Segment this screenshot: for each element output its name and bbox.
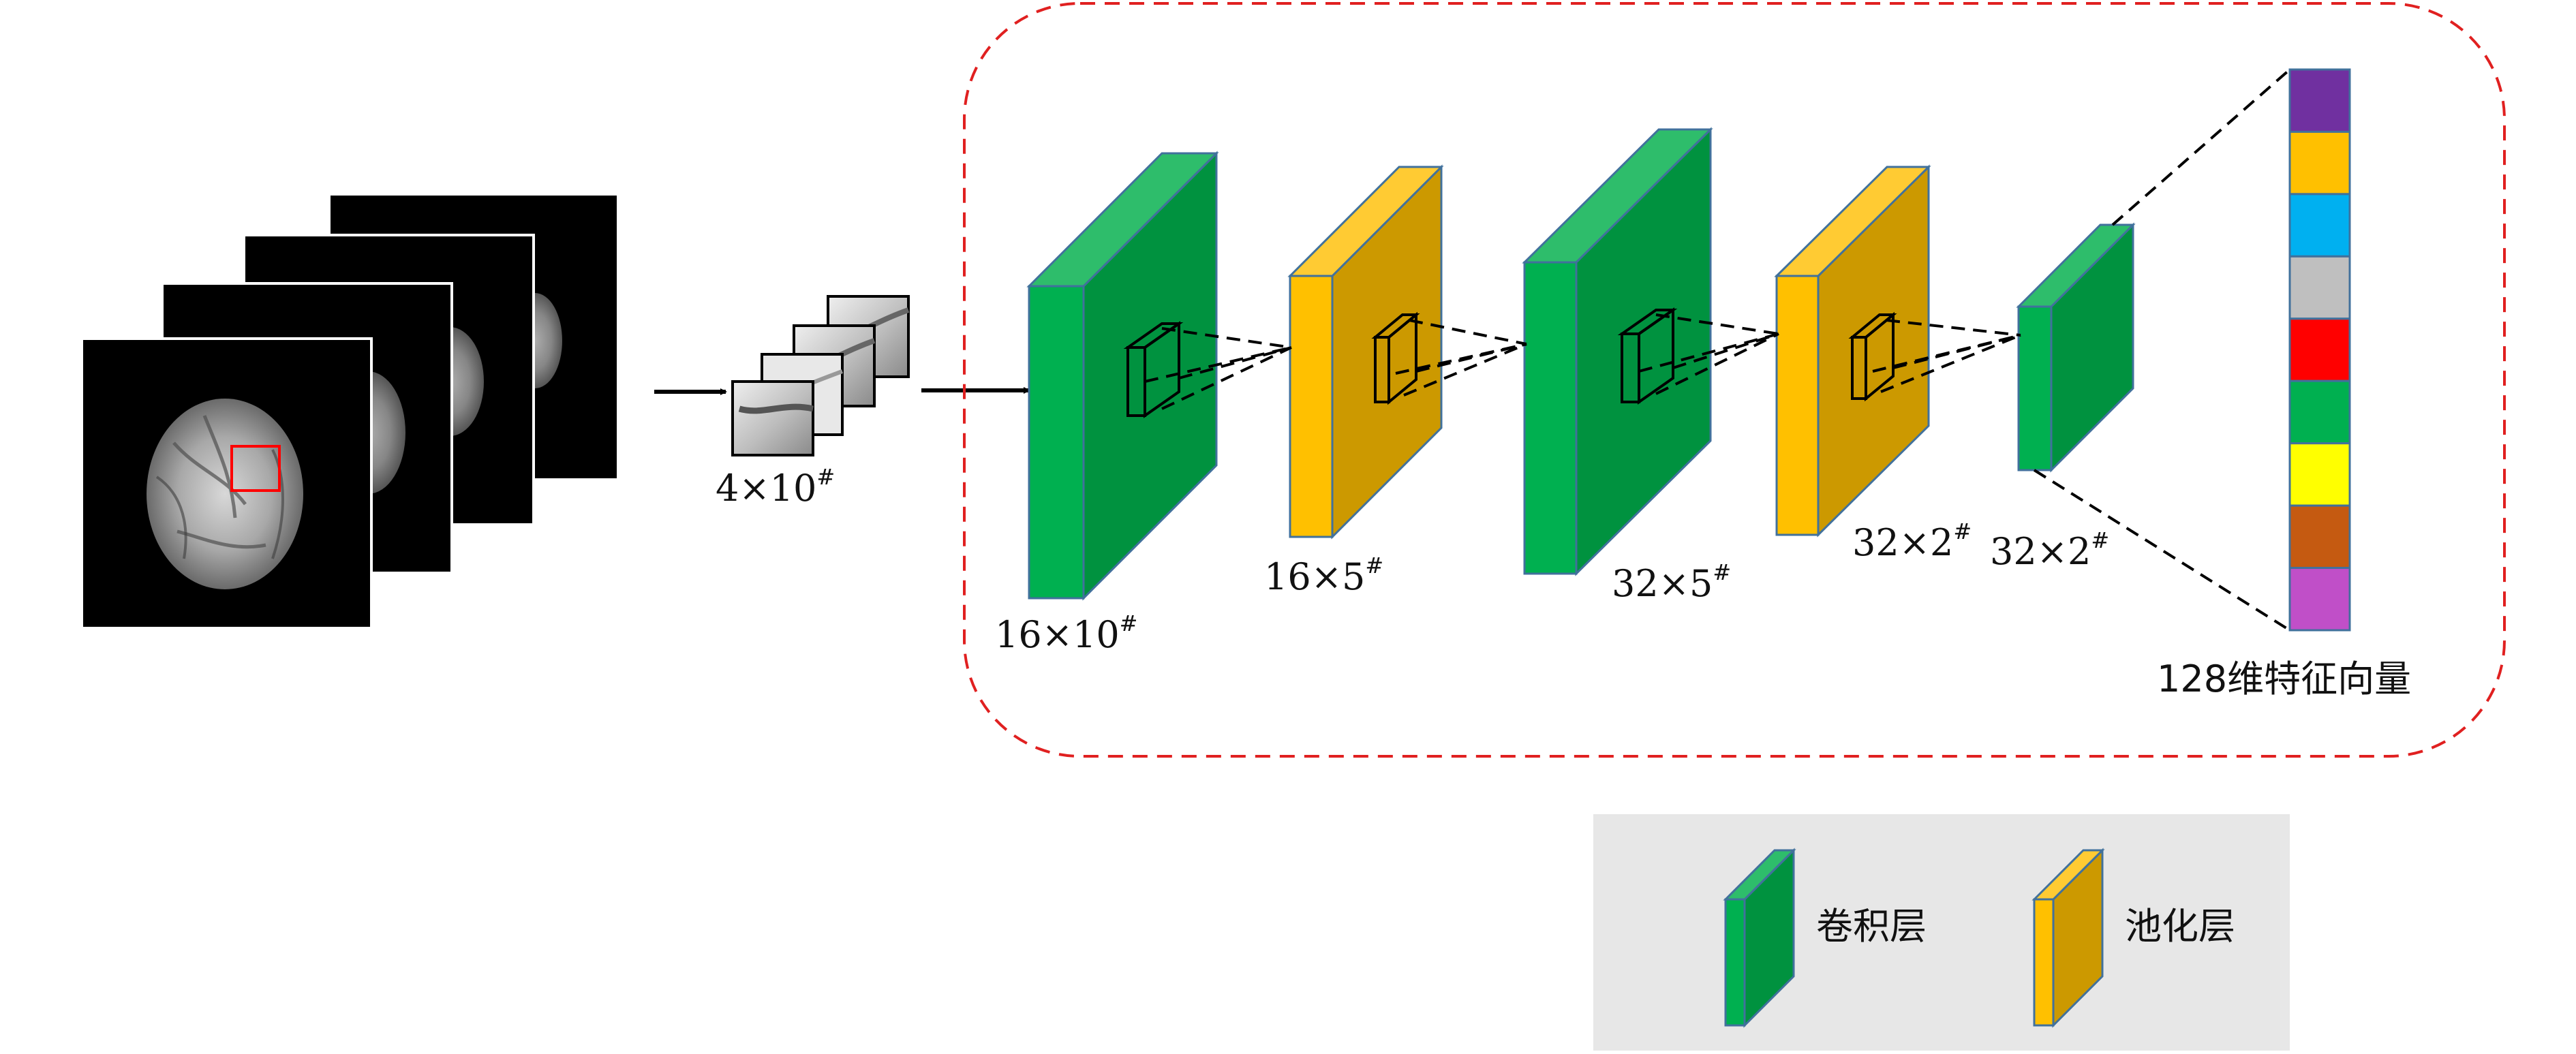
mri-slice-stack <box>80 196 617 630</box>
legend: 卷积层 池化层 <box>1593 814 2290 1051</box>
label-feature-vector: 128维特征向量 <box>2157 657 2411 700</box>
legend-background <box>1593 814 2290 1051</box>
feature-vector-cell <box>2288 442 2351 507</box>
patch-1 <box>731 380 814 456</box>
legend-conv-icon <box>1723 848 1796 1028</box>
kernel-projection-4 <box>1848 311 2021 402</box>
label-pool1: 16×5# <box>1264 553 1383 598</box>
cnn-region-border <box>963 2 2506 758</box>
legend-conv-label: 卷积层 <box>1816 905 1927 948</box>
feature-vector <box>2288 68 2351 632</box>
pool-layer-1 <box>1287 164 1444 540</box>
projection-top <box>2111 68 2291 226</box>
projection-bottom <box>2033 469 2291 632</box>
feature-vector-cell <box>2288 193 2351 258</box>
kernel-projection-3 <box>1617 307 1779 405</box>
pool-layer-2 <box>1774 164 1931 538</box>
conv-layer-2 <box>1522 127 1713 576</box>
feature-vector-cell <box>2288 255 2351 320</box>
feature-vector-cell <box>2288 567 2351 632</box>
patch-stack <box>731 295 910 456</box>
conv-layer-1 <box>1026 151 1219 601</box>
label-conv2: 32×5# <box>1612 559 1731 605</box>
feature-vector-cell <box>2288 504 2351 570</box>
label-pool2: 32×2# <box>1852 518 1972 564</box>
kernel-projection-2 <box>1371 311 1527 405</box>
label-conv1: 16×10# <box>995 610 1137 656</box>
feature-vector-cell <box>2288 68 2351 133</box>
mri-slice-1 <box>80 337 373 630</box>
roi-box <box>230 445 281 492</box>
kernel-projection-1 <box>1123 321 1292 418</box>
feature-vector-cell <box>2288 317 2351 382</box>
legend-pool-icon <box>2031 848 2105 1028</box>
feature-vector-cell <box>2288 130 2351 196</box>
conv-layer-3 <box>2016 222 2136 473</box>
legend-pool-label: 池化层 <box>2125 905 2235 948</box>
label-conv3: 32×2# <box>1990 527 2109 573</box>
feature-vector-cell <box>2288 379 2351 445</box>
label-patch-size: 4×10# <box>716 464 835 510</box>
